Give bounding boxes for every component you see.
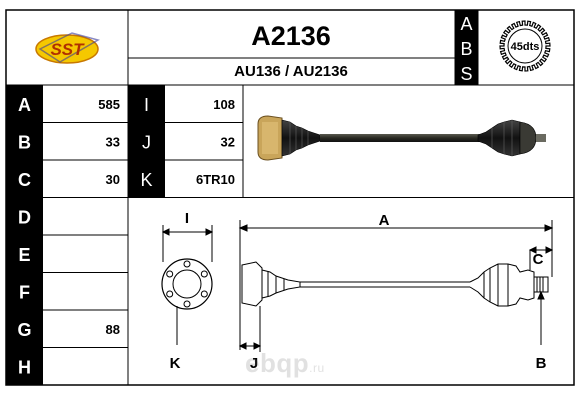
abs-teeth-count: 45dts bbox=[511, 41, 540, 53]
spec-label-cell bbox=[128, 160, 165, 198]
logo-text: SST bbox=[50, 40, 85, 59]
spec-label-cell bbox=[128, 85, 165, 123]
flange-drawing bbox=[161, 225, 214, 345]
part-number: A2136 bbox=[251, 21, 331, 51]
bolt-hole bbox=[200, 270, 208, 278]
dimension-label-j: J bbox=[250, 355, 258, 372]
abs-gear-icon bbox=[499, 20, 551, 72]
driveshaft-photo bbox=[257, 115, 546, 161]
spec-label-cell bbox=[6, 122, 43, 160]
spec-label-cell bbox=[6, 235, 43, 273]
spec-value-k: 6TR10 bbox=[196, 172, 235, 187]
spec-value-c: 30 bbox=[106, 172, 120, 187]
spec-label-c: C bbox=[18, 170, 31, 190]
spec-value-g: 88 bbox=[106, 322, 120, 337]
abs-letter-s: S bbox=[460, 64, 472, 84]
dimension-label-a: A bbox=[379, 212, 390, 229]
spec-label-k: K bbox=[140, 170, 152, 190]
spec-label-cell bbox=[6, 197, 43, 235]
spec-label-cell bbox=[6, 310, 43, 348]
spec-label-cell bbox=[6, 85, 43, 123]
spec-value-a: 585 bbox=[98, 97, 120, 112]
spec-label-a: A bbox=[18, 95, 31, 115]
spec-label-b: B bbox=[18, 132, 31, 152]
shaft-outline-drawing bbox=[238, 220, 554, 352]
spec-label-cell bbox=[6, 347, 43, 385]
dimension-label-i: I bbox=[185, 210, 189, 227]
brand-logo: SST bbox=[35, 32, 100, 64]
part-references: AU136 / AU2136 bbox=[234, 63, 348, 80]
dimension-label-c: C bbox=[533, 251, 544, 268]
watermark-text: ebqp bbox=[245, 348, 310, 378]
spec-value-j: 32 bbox=[221, 134, 235, 149]
abs-letter-b: B bbox=[460, 39, 472, 59]
spec-label-e: E bbox=[18, 245, 30, 265]
spec-label-h: H bbox=[18, 357, 31, 377]
dimension-label-b: B bbox=[536, 355, 547, 372]
abs-letter-a: A bbox=[460, 14, 472, 34]
spec-value-b: 33 bbox=[106, 134, 120, 149]
spec-value-i: 108 bbox=[213, 97, 235, 112]
spec-label-f: F bbox=[19, 282, 30, 302]
abs-column bbox=[455, 10, 478, 85]
bolt-hole bbox=[166, 290, 174, 298]
spec-label-cell bbox=[6, 160, 43, 198]
watermark-suffix: .ru bbox=[309, 361, 325, 375]
spec-label-cell bbox=[6, 272, 43, 310]
spec-label-g: G bbox=[17, 320, 31, 340]
spec-label-cell bbox=[128, 122, 165, 160]
bolt-hole bbox=[183, 300, 191, 308]
bolt-hole bbox=[183, 260, 191, 268]
bolt-hole bbox=[166, 270, 174, 278]
spec-label-i: I bbox=[144, 95, 149, 115]
dimension-label-k: K bbox=[170, 355, 181, 372]
bolt-hole bbox=[200, 290, 208, 298]
spec-label-d: D bbox=[18, 207, 31, 227]
watermark: ebqp.ru bbox=[245, 348, 325, 379]
spec-label-j: J bbox=[142, 132, 151, 152]
